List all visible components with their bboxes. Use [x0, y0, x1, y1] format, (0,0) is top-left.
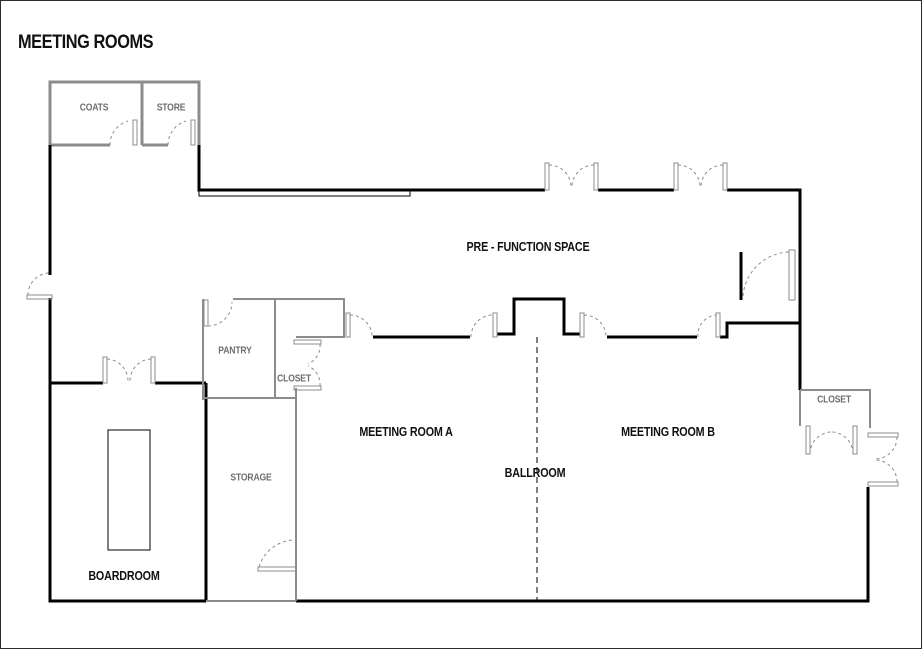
room-label-ballroom: BALLROOM: [504, 466, 566, 480]
room-label-storage: STORAGE: [230, 472, 272, 484]
pantry-closet-doors[interactable]: [203, 299, 322, 572]
door-west[interactable]: [26, 272, 53, 300]
ballroom-doors[interactable]: [345, 312, 721, 338]
window-ledge: [198, 189, 411, 197]
room-label-meeting-room-a: MEETING ROOM A: [359, 425, 453, 439]
room-label-closet-right: CLOSET: [817, 394, 851, 406]
boardroom-table: [107, 429, 151, 551]
coats-store-block: [48, 80, 201, 147]
boardroom-doors[interactable]: [102, 356, 156, 384]
closet-right-block: [799, 389, 871, 428]
double-doors-top[interactable]: [544, 162, 728, 191]
page-title: MEETING ROOMS: [18, 32, 154, 53]
room-label-closet-left: CLOSET: [277, 373, 311, 385]
door-east-pre-function[interactable]: [742, 249, 796, 301]
room-label-boardroom: BOARDROOM: [88, 569, 160, 583]
room-label-store: STORE: [156, 102, 186, 114]
pantry-closet-block: [202, 298, 345, 602]
closet-right-doors[interactable]: [805, 425, 899, 487]
exterior-walls: [48, 145, 870, 603]
room-label-pantry: PANTRY: [218, 345, 252, 357]
room-label-meeting-room-b: MEETING ROOM B: [621, 425, 715, 439]
room-label-pre-function: PRE - FUNCTION SPACE: [466, 240, 590, 254]
door-coats[interactable]: [109, 119, 196, 146]
room-label-coats: COATS: [79, 102, 109, 114]
